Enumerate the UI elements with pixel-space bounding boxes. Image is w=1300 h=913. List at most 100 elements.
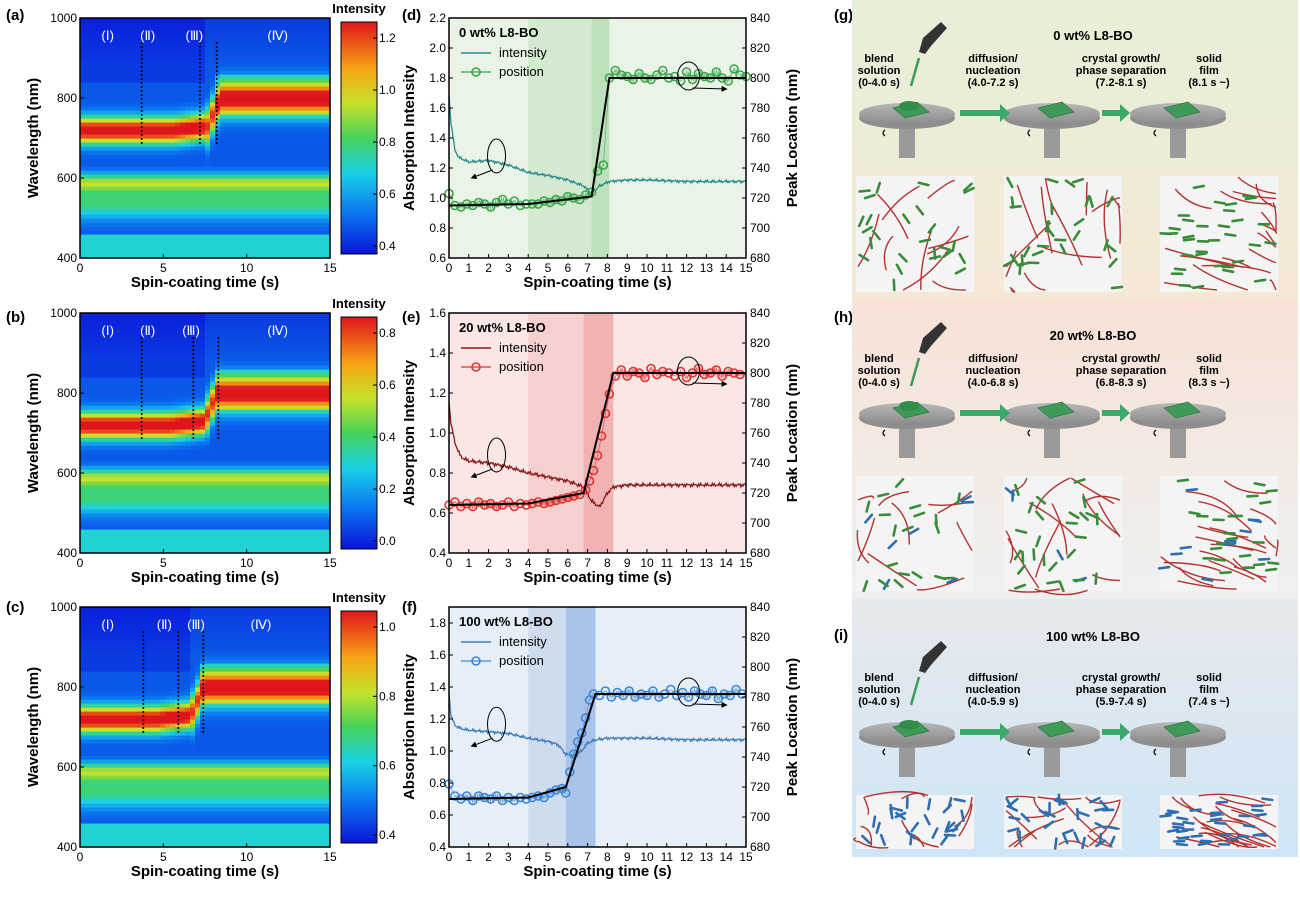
heatmap-cell — [250, 34, 256, 39]
heatmap-cell — [85, 469, 91, 474]
heatmap-cell — [195, 437, 201, 442]
heatmap-cell — [110, 521, 116, 526]
heatmap-cell — [85, 74, 91, 79]
heatmap-cell — [315, 214, 321, 219]
heatmap-cell — [165, 337, 171, 342]
heatmap-cell — [245, 126, 251, 131]
heatmap-cell — [250, 214, 256, 219]
heatmap-cell — [225, 477, 231, 482]
heatmap-cell — [280, 130, 286, 135]
heatmap-cell — [185, 74, 191, 79]
heatmap-cell — [155, 126, 161, 131]
heatmap-cell — [175, 481, 181, 486]
heatmap-cell — [210, 174, 216, 179]
heatmap-cell — [290, 98, 296, 103]
heatmap-cell — [135, 417, 141, 422]
heatmap-cell — [260, 210, 266, 215]
heatmap-cell — [230, 166, 236, 171]
heatmap-cell — [220, 369, 226, 374]
heatmap-cell — [85, 174, 91, 179]
heatmap-cell — [230, 477, 236, 482]
heatmap-cell — [95, 489, 101, 494]
heatmap-cell — [190, 441, 196, 446]
heatmap-cell — [125, 198, 131, 203]
heatmap-cell — [110, 357, 116, 362]
heatmap-cell — [230, 509, 236, 514]
heatmap-cell — [315, 54, 321, 59]
heatmap-cell — [185, 485, 191, 490]
heatmap-cell — [295, 30, 301, 35]
heatmap-cell — [225, 345, 231, 350]
heatmap-cell — [210, 50, 216, 55]
heatmap-cell — [95, 54, 101, 59]
heatmap-cell — [245, 78, 251, 83]
heatmap-cell — [315, 202, 321, 207]
heatmap-cell — [160, 106, 166, 111]
heatmap-cell — [175, 122, 181, 127]
heatmap-cell — [225, 90, 231, 95]
heatmap-cell — [315, 174, 321, 179]
heatmap-cell — [100, 377, 106, 382]
heatmap-cell — [95, 317, 101, 322]
heatmap-cell — [280, 246, 286, 251]
heatmap-cell — [235, 321, 241, 326]
heatmap-cell — [120, 214, 126, 219]
heatmap-cell — [145, 485, 151, 490]
heatmap-cell — [300, 38, 306, 43]
heatmap-cell — [130, 377, 136, 382]
heatmap-cell — [145, 238, 151, 243]
heatmap-cell — [230, 198, 236, 203]
heatmap-cell — [210, 529, 216, 534]
heatmap-cell — [140, 234, 146, 239]
heatmap-cell — [180, 401, 186, 406]
heatmap-cell — [115, 90, 121, 95]
heatmap-cell — [85, 70, 91, 75]
heatmap-cell — [235, 214, 241, 219]
heatmap-cell — [125, 369, 131, 374]
heatmap-cell — [245, 22, 251, 27]
heatmap-cell — [240, 206, 246, 211]
heatmap-cell — [155, 190, 161, 195]
heatmap-cell — [190, 118, 196, 123]
heatmap-cell — [235, 54, 241, 59]
heatmap-cell — [145, 437, 151, 442]
heatmap-cell — [155, 26, 161, 31]
heatmap-cell — [250, 38, 256, 43]
heatmap-cell — [270, 194, 276, 199]
heatmap-cell — [155, 98, 161, 103]
heatmap-cell — [205, 461, 211, 466]
heatmap-cell — [125, 186, 131, 191]
heatmap-cell — [180, 150, 186, 155]
heatmap-cell — [215, 46, 221, 51]
heatmap-cell — [280, 118, 286, 123]
heatmap-cell — [145, 114, 151, 119]
heatmap-cell — [130, 481, 136, 486]
heatmap-cell — [155, 421, 161, 426]
heatmap-cell — [95, 50, 101, 55]
heatmap-cell — [140, 445, 146, 450]
heatmap-cell — [180, 130, 186, 135]
heatmap-cell — [205, 505, 211, 510]
heatmap-cell — [240, 485, 246, 490]
heatmap-cell — [110, 22, 116, 27]
heatmap-cell — [185, 481, 191, 486]
heatmap-cell — [150, 361, 156, 366]
heatmap-cell — [320, 134, 326, 139]
heatmap-cell — [115, 198, 121, 203]
heatmap-cell — [245, 106, 251, 111]
heatmap-cell — [120, 501, 126, 506]
heatmap-cell — [115, 357, 121, 362]
heatmap-cell — [280, 242, 286, 247]
heatmap-cell — [145, 345, 151, 350]
heatmap-cell — [195, 465, 201, 470]
heatmap-cell — [235, 58, 241, 63]
heatmap-cell — [80, 38, 86, 43]
heatmap-cell — [125, 110, 131, 115]
heatmap-cell — [185, 174, 191, 179]
heatmap-cell — [295, 74, 301, 79]
heatmap-cell — [110, 142, 116, 147]
heatmap-cell — [290, 82, 296, 87]
heatmap-cell — [200, 246, 206, 251]
heatmap-cell — [90, 154, 96, 159]
heatmap-cell — [210, 425, 216, 430]
